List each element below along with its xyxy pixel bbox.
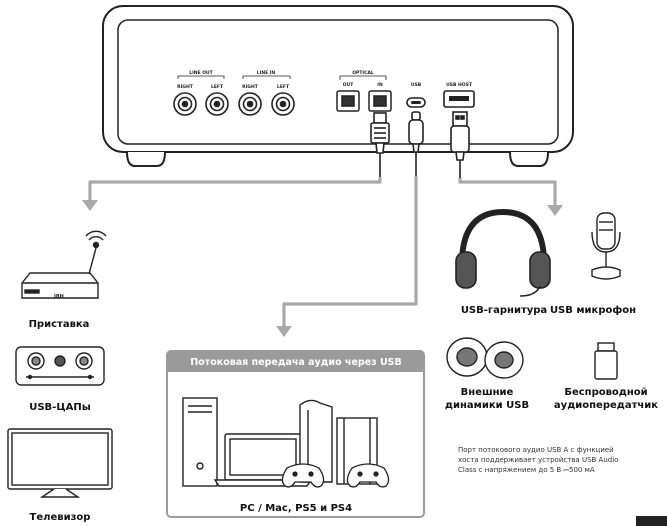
- headset-icon: [455, 208, 551, 297]
- microphone-icon: [591, 212, 621, 280]
- laptop-icon: [213, 433, 313, 487]
- arrow-head-center: [276, 326, 292, 337]
- label-left-1: LEFT: [211, 84, 224, 90]
- label-speakers-line1: Внешние: [461, 387, 514, 398]
- note-line-2: хоста поддерживает устройства USB Audio: [458, 456, 618, 464]
- tv-icon: [7, 428, 113, 498]
- label-speakers-line2: динамики USB: [445, 400, 529, 411]
- label-transmitter-line1: Беспроводной: [564, 387, 647, 398]
- pc-tower-icon: [182, 397, 218, 487]
- optical-ports: [336, 90, 392, 112]
- label-optical: OPTICAL: [352, 70, 374, 76]
- optical-cable: [370, 112, 390, 177]
- streaming-box-title: Потоковая передача аудио через USB: [190, 357, 402, 368]
- label-line-in: LINE IN: [257, 70, 276, 76]
- label-line-out: LINE OUT: [189, 70, 213, 76]
- corner-mark: [636, 516, 667, 526]
- label-tv: Телевизор: [30, 512, 91, 523]
- set-top-box-brand: JBH: [53, 294, 64, 300]
- speakers-icon: [446, 337, 524, 379]
- rca-jacks: [173, 92, 295, 116]
- label-set-top-box: Приставка: [29, 319, 90, 330]
- note-line-1: Порт потокового аудио USB A с функцией: [458, 446, 614, 454]
- usb-c-cable: [408, 111, 424, 176]
- set-top-box-icon: [21, 230, 107, 299]
- label-optical-in: IN: [377, 82, 383, 88]
- label-headset: USB-гарнитура: [461, 305, 547, 316]
- label-optical-out: OUT: [343, 82, 354, 88]
- streaming-box-caption: PC / Mac, PS5 и PS4: [240, 503, 352, 514]
- usb-a-cable: [450, 111, 470, 178]
- label-usb: USB: [411, 82, 422, 88]
- arrow-head-right: [547, 205, 563, 216]
- wireless-transmitter-icon: [594, 342, 618, 380]
- label-transmitter-line2: аудиопередатчик: [554, 400, 658, 411]
- label-left-2: LEFT: [277, 84, 290, 90]
- arrow-head-left: [82, 200, 98, 211]
- audio-device-rear-panel: [102, 5, 574, 167]
- label-usb-dac: USB-ЦАПы: [29, 402, 91, 413]
- label-usb-host: USB HOST: [446, 82, 473, 88]
- label-right-2: RIGHT: [242, 84, 259, 90]
- label-right-1: RIGHT: [177, 84, 194, 90]
- usb-dac-icon: [15, 346, 105, 386]
- ps5-console-icon: [299, 399, 333, 483]
- routing-arrows: [88, 176, 557, 326]
- gamepad-icon: [281, 463, 390, 488]
- note-line-3: Class с напряжением до 5 В ⎓500 мА: [458, 466, 595, 474]
- label-microphone: USB микрофон: [550, 304, 636, 316]
